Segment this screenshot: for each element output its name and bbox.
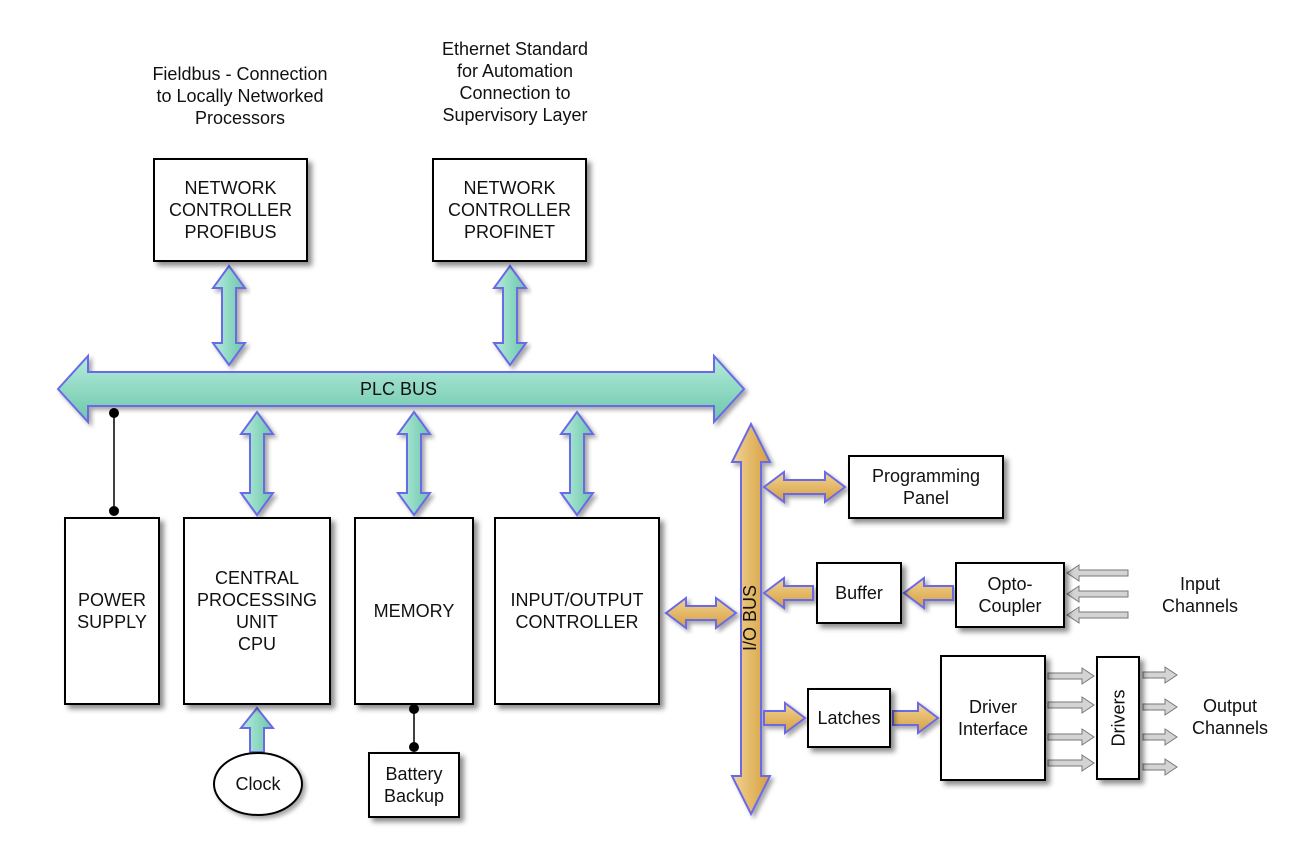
output-channel-arrow-2: [1142, 698, 1178, 716]
output-channel-arrow-4: [1142, 758, 1178, 776]
memory-label: MEMORY: [373, 601, 455, 621]
memory-bus-arrow: [396, 410, 432, 517]
opto-coupler-label: Opto- Coupler: [978, 574, 1042, 616]
buffer-box: Buffer: [816, 562, 902, 624]
io-bus-arrow: [730, 421, 772, 817]
battery-connector-dot-top: [409, 704, 419, 714]
profinet-controller-box: NETWORK CONTROLLER PROFINET: [432, 158, 587, 262]
latches-driver-arrow: [892, 701, 940, 735]
fieldbus-note: Fieldbus - Connection to Locally Network…: [152, 64, 328, 128]
opto-coupler-box: Opto- Coupler: [955, 562, 1065, 628]
profibus-controller-box: NETWORK CONTROLLER PROFIBUS: [153, 158, 308, 262]
programming-panel-label: Programming Panel: [871, 466, 981, 508]
output-channel-arrow-1: [1142, 666, 1178, 684]
buffer-iobus-arrow: [762, 576, 814, 610]
cpu-label: CENTRAL PROCESSING UNIT CPU: [196, 568, 318, 654]
opto-buffer-arrow: [902, 576, 954, 610]
clock-ellipse: [213, 752, 303, 816]
profibus-controller-label: NETWORK CONTROLLER PROFIBUS: [168, 178, 293, 242]
cpu-box: CENTRAL PROCESSING UNIT CPU: [183, 517, 331, 705]
output-channel-arrows: [1142, 666, 1178, 776]
input-channel-arrow-1: [1066, 564, 1129, 582]
io-bus-label: I/O BUS: [740, 585, 760, 652]
io-controller-bus-arrow: [559, 410, 595, 517]
power-supply-box: POWER SUPPLY: [64, 517, 160, 705]
memory-box: MEMORY: [354, 517, 474, 705]
driver-link-arrow-1: [1047, 667, 1095, 685]
clock-cpu-arrow: [238, 706, 276, 753]
input-channel-arrow-2: [1066, 585, 1129, 603]
io-controller-iobus-arrow: [664, 596, 738, 630]
driver-link-arrow-4: [1047, 754, 1095, 772]
programming-panel-arrow: [762, 470, 847, 504]
input-channel-arrow-3: [1066, 606, 1129, 624]
clock-label: Clock: [235, 774, 281, 794]
driver-interface-box: Driver Interface: [940, 655, 1046, 781]
io-controller-label: INPUT/OUTPUT CONTROLLER: [510, 590, 644, 632]
drivers-box: Drivers: [1096, 656, 1140, 780]
ethernet-note: Ethernet Standard for Automation Connect…: [441, 39, 589, 125]
driver-link-arrow-3: [1047, 728, 1095, 746]
buffer-label: Buffer: [835, 583, 883, 603]
battery-backup-box: Battery Backup: [368, 752, 460, 818]
latches-box: Latches: [807, 688, 891, 748]
profibus-bus-arrow: [211, 264, 247, 367]
programming-panel-box: Programming Panel: [848, 455, 1004, 519]
plc-bus-label: PLC BUS: [360, 379, 438, 399]
input-channel-arrows: [1066, 564, 1129, 624]
output-channels-label: Output Channels: [1191, 696, 1269, 738]
drivers-label: Drivers: [1108, 689, 1128, 747]
power-connector-dot-bottom: [109, 506, 119, 516]
iobus-latches-arrow: [763, 701, 807, 735]
driver-link-arrow-2: [1047, 696, 1095, 714]
input-channels-label: Input Channels: [1161, 574, 1239, 616]
output-channel-arrow-3: [1142, 728, 1178, 746]
plc-bus-arrow: [56, 353, 746, 425]
driver-interface-label: Driver Interface: [957, 697, 1029, 739]
battery-backup-label: Battery Backup: [383, 764, 445, 806]
cpu-bus-arrow: [239, 410, 275, 517]
battery-connector-dot-bottom: [409, 742, 419, 752]
profinet-controller-label: NETWORK CONTROLLER PROFINET: [447, 178, 572, 242]
io-controller-box: INPUT/OUTPUT CONTROLLER: [494, 517, 660, 705]
latches-label: Latches: [817, 708, 881, 728]
power-supply-label: POWER SUPPLY: [77, 590, 147, 632]
driver-interface-arrows: [1047, 667, 1095, 772]
profinet-bus-arrow: [492, 264, 528, 367]
power-connector-dot-top: [109, 408, 119, 418]
